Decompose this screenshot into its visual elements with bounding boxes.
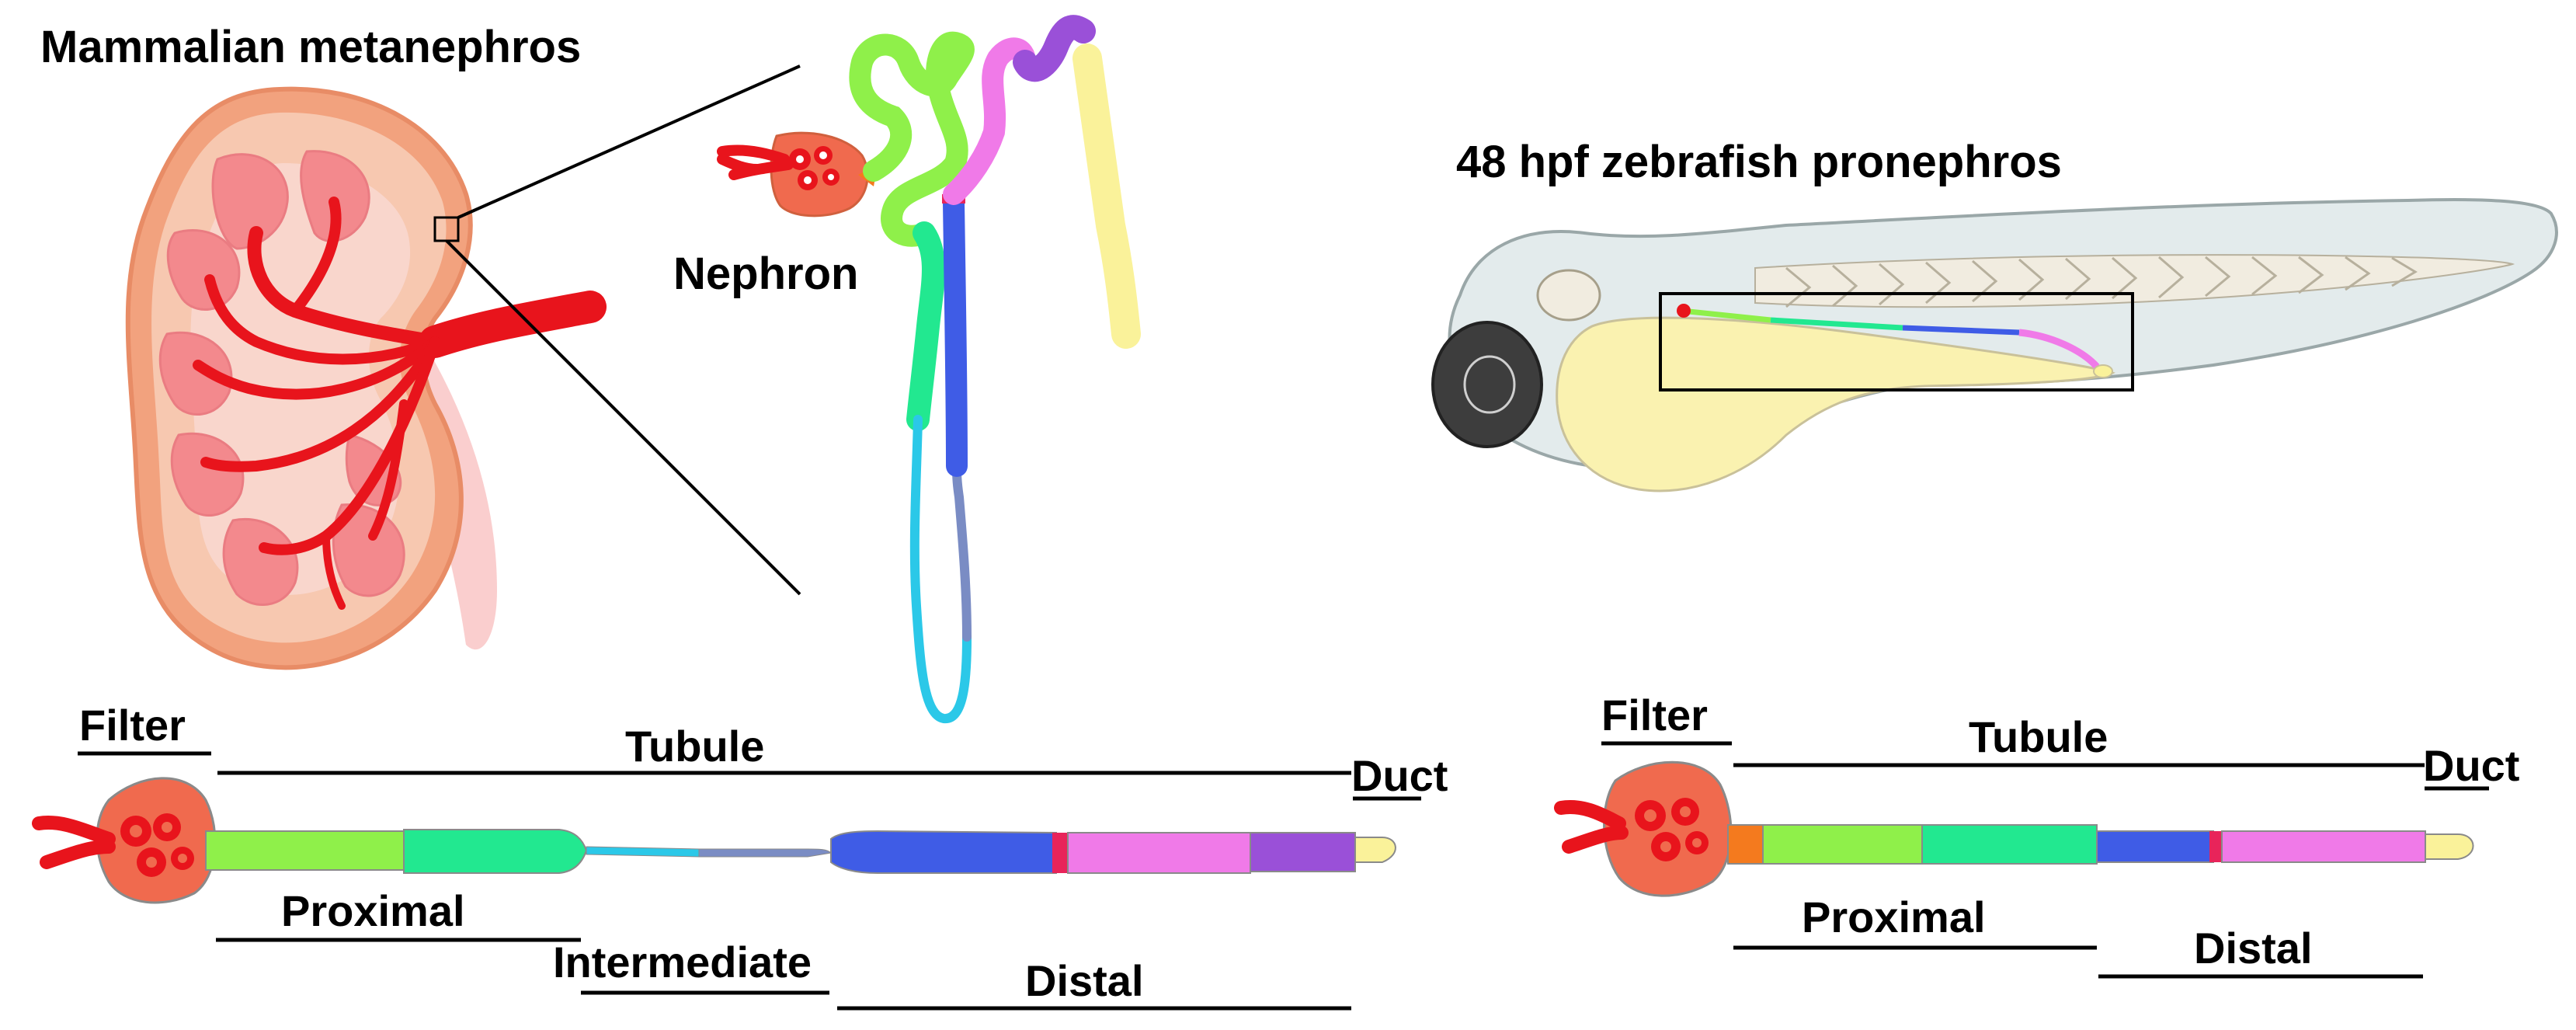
zebrafish-segment-collecting-duct (2425, 833, 2474, 860)
zebrafish-segment-macula (2209, 831, 2222, 862)
renal-artery (193, 197, 607, 610)
mammal-glomerulus-icon (96, 777, 217, 904)
thin-descending-limb (909, 415, 972, 724)
renal-pyramid (222, 518, 299, 606)
pronephros-duct-end (2093, 364, 2113, 378)
title-zebrafish-pronephros: 48 hpf zebrafish pronephros (1456, 137, 2062, 187)
zebrafish-segment-proximal-late (1921, 824, 2098, 865)
mammal-label-intermediate: Intermediate (553, 938, 812, 987)
pronephros-duct-proximal (1681, 308, 1771, 323)
zoom-line-bottom (445, 239, 801, 596)
zebrafish-segment-distal-late (2221, 830, 2426, 863)
pronephros-duct-proximal-late (1770, 317, 1903, 331)
zebrafish-segment-distal-early (2096, 830, 2214, 863)
renal-pyramid (211, 153, 289, 250)
pronephros-zoom-box (1659, 292, 2134, 391)
zebrafish-segment-neck (1727, 824, 1764, 865)
pronephros-duct-distal-early (1902, 325, 2020, 336)
title-mammalian-metanephros: Mammalian metanephros (40, 22, 581, 72)
otic-vesicle-icon (1536, 269, 1601, 322)
mammal-label-proximal: Proximal (281, 886, 465, 935)
mammal-segment-thin-descending (586, 846, 700, 858)
proximal-tubule-late (906, 221, 945, 431)
title-nephron: Nephron (673, 249, 858, 299)
zebrafish-label-proximal: Proximal (1802, 893, 1986, 941)
collecting-duct (1072, 43, 1141, 349)
glomerulus-icon (770, 131, 869, 217)
distal-convoluted-tubule (943, 37, 1036, 205)
mammal-label-distal: Distal (1025, 956, 1144, 1005)
mammalian-kidney (125, 64, 801, 670)
thin-ascending-limb (952, 461, 972, 642)
nephron-detail (717, 15, 1141, 724)
mammal-segment-proximal-early (205, 830, 405, 871)
mammal-segment-thin-ascending (698, 848, 833, 858)
zebrafish-embryo (1431, 197, 2558, 492)
mammal-label-duct: Duct (1351, 751, 1448, 800)
connecting-tubule (1013, 15, 1096, 82)
zebrafish-glomerulus-icon (1603, 760, 1733, 897)
renal-pyramid (170, 432, 245, 517)
zebrafish-label-distal: Distal (2194, 924, 2313, 973)
pronephros-glomerulus (1677, 304, 1691, 318)
mammal-label-tubule: Tubule (625, 722, 764, 771)
zoom-line-top (457, 64, 801, 219)
renal-pyramid (332, 503, 405, 597)
proximal-tubule-early (849, 31, 975, 247)
mammal-segment-proximal-late (403, 829, 588, 874)
renal-pyramid (158, 331, 233, 416)
mammal-segment-macula-densa (1052, 833, 1068, 873)
embryo-eye (1431, 321, 1543, 448)
mammalian-linear-nephron: Filter Tubule Duct Proximal Intermediate… (32, 701, 1448, 1011)
thick-ascending-limb (943, 191, 968, 477)
zebrafish-label-filter: Filter (1601, 691, 1708, 739)
zebrafish-label-tubule: Tubule (1969, 712, 2108, 761)
pronephros-duct-distal-late (2018, 329, 2100, 370)
renal-pyramid (300, 150, 370, 242)
mammal-segment-distal-convoluted (1067, 832, 1251, 874)
zebrafish-label-duct: Duct (2423, 741, 2519, 790)
mammal-segment-connecting (1250, 832, 1356, 872)
mammal-label-filter: Filter (79, 701, 186, 750)
renal-pyramids (158, 150, 405, 606)
zebrafish-segment-proximal-early (1762, 824, 1923, 865)
mammal-segment-collecting-duct (1354, 837, 1396, 863)
zebrafish-linear-nephron: Filter Tubule Duct Proximal Distal (1554, 691, 2519, 979)
mammal-segment-thick-ascending (830, 830, 1057, 874)
yolk-sac (1556, 316, 2115, 492)
